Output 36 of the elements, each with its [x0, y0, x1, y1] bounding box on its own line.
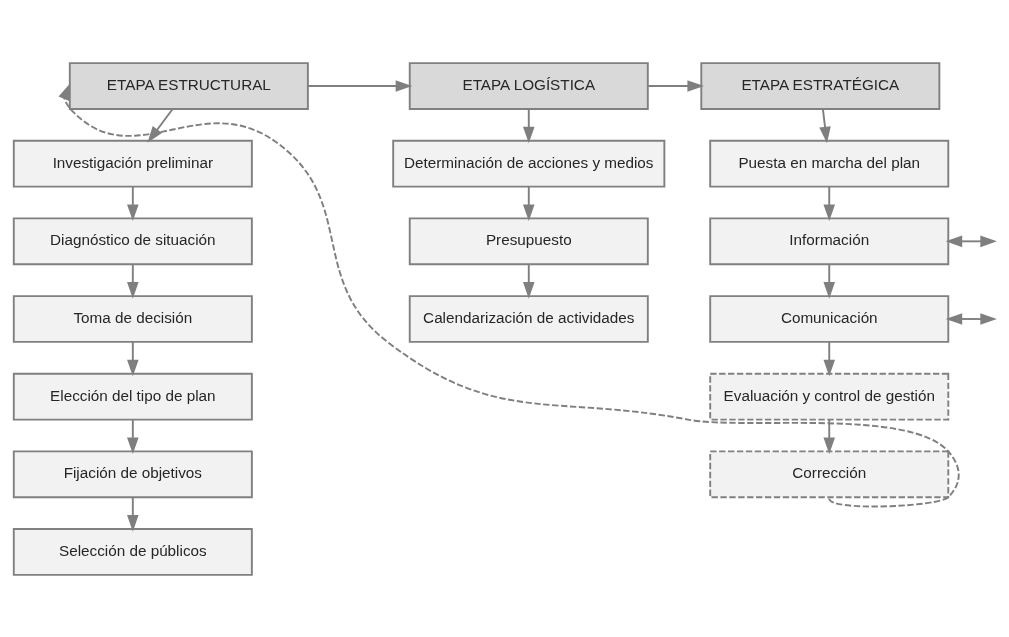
arrow [823, 262, 836, 299]
node-box: ETAPA ESTRUCTURAL [68, 61, 309, 110]
arrow [823, 185, 836, 221]
node-box: Fijación de objetivos [12, 449, 253, 498]
arrow [127, 262, 139, 299]
arrow [127, 495, 139, 532]
arrow [823, 418, 836, 454]
arrow [58, 82, 960, 507]
arrow [127, 185, 139, 221]
node-box: Determinación de acciones y medios [392, 139, 666, 188]
node-box: Información [709, 216, 950, 265]
node-box: ETAPA LOGÍSTICA [408, 61, 649, 110]
node-box: Puesta en marcha del plan [709, 139, 950, 188]
arrow [147, 107, 174, 143]
arrow [522, 185, 535, 221]
node-box: Toma de decisión [12, 294, 253, 343]
arrow [522, 262, 535, 299]
arrow [945, 312, 997, 325]
arrow [819, 107, 831, 143]
node-box: Corrección [709, 449, 950, 498]
arrow [945, 235, 997, 247]
arrow [647, 79, 704, 92]
node-box: Diagnóstico de situación [12, 216, 253, 265]
node-box: Calendarización de actividades [408, 294, 649, 343]
arrow [127, 340, 139, 376]
node-box: Selección de públicos [12, 527, 253, 576]
node-box: ETAPA ESTRATÉGICA [700, 61, 941, 110]
node-box: Comunicación [709, 294, 950, 343]
node-box: Elección del tipo de plan [12, 372, 253, 421]
arrow [522, 107, 535, 143]
node-box: Presupuesto [408, 216, 649, 265]
arrow [127, 418, 139, 454]
node-box: Evaluación y control de gestión [709, 372, 950, 421]
arrow [823, 340, 836, 376]
arrow [307, 79, 413, 92]
node-box: Investigación preliminar [12, 139, 253, 188]
